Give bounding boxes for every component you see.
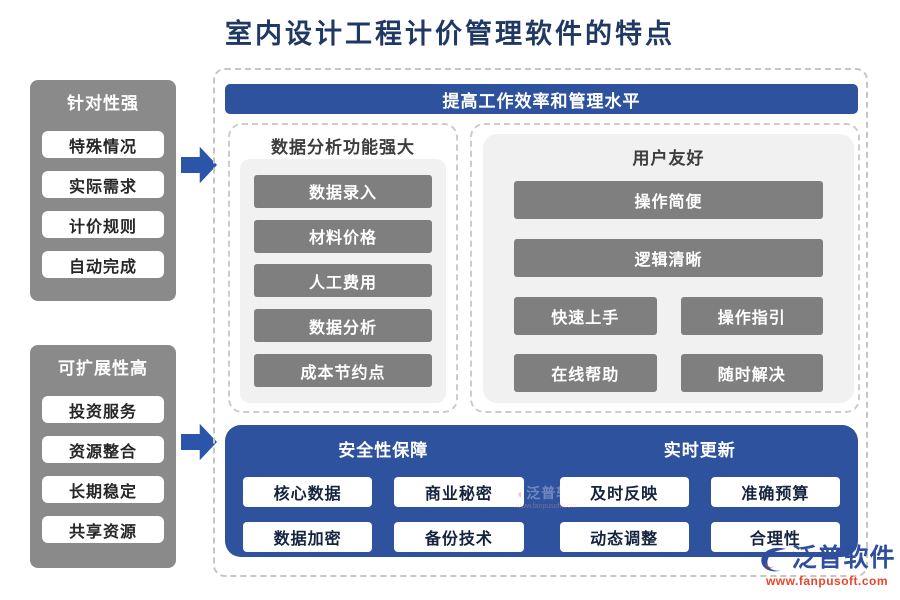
feature-item: 数据分析	[254, 309, 432, 343]
feature-item: 备份技术	[394, 522, 524, 552]
feature-item: 随时解决	[680, 354, 823, 392]
list-item: 特殊情况	[42, 131, 164, 158]
list-item: 资源整合	[42, 436, 164, 463]
feature-item: 商业秘密	[394, 477, 524, 507]
panel-targeted-header: 针对性强	[67, 94, 139, 113]
list-item: 自动完成	[42, 251, 164, 278]
panel-data-analysis: 数据分析功能强大 数据录入 材料价格 人工费用 数据分析 成本节约点	[228, 123, 458, 413]
group-security-items: 核心数据 商业秘密 数据加密 备份技术	[243, 477, 524, 552]
list-item: 长期稳定	[42, 476, 164, 503]
panel-targeted-items: 特殊情况 实际需求 计价规则 自动完成	[30, 131, 176, 278]
top-banner: 提高工作效率和管理水平	[225, 84, 858, 114]
list-item: 计价规则	[42, 211, 164, 238]
panel-targeted: 针对性强 特殊情况 实际需求 计价规则 自动完成	[30, 80, 176, 301]
panel-data-analysis-body: 数据录入 材料价格 人工费用 数据分析 成本节约点	[240, 159, 446, 403]
panel-data-analysis-header: 数据分析功能强大	[271, 138, 415, 157]
feature-item: 数据录入	[254, 174, 432, 208]
feature-item: 快速上手	[514, 297, 657, 335]
panel-extensible-items: 投资服务 资源整合 长期稳定 共享资源	[30, 396, 176, 543]
group-security-header: 安全性保障	[338, 441, 429, 460]
feature-item: 逻辑清晰	[514, 239, 823, 277]
arrow-right-icon	[181, 146, 217, 184]
group-realtime-header: 实时更新	[663, 441, 736, 460]
panel-extensible: 可扩展性高 投资服务 资源整合 长期稳定 共享资源	[30, 345, 176, 568]
list-item: 共享资源	[42, 516, 164, 543]
feature-item: 合理性	[710, 522, 840, 552]
feature-item: 操作简便	[514, 181, 823, 219]
fanpu-logo-brand: 泛普软件	[791, 545, 896, 573]
fanpu-swoosh-icon	[758, 544, 788, 574]
feature-item: 核心数据	[243, 477, 373, 507]
panel-extensible-header: 可扩展性高	[58, 359, 148, 378]
arrow-right-icon	[181, 423, 217, 461]
group-security: 安全性保障 核心数据 商业秘密 数据加密 备份技术	[225, 425, 542, 557]
feature-item: 及时反映	[559, 477, 689, 507]
list-item: 实际需求	[42, 171, 164, 198]
list-item: 投资服务	[42, 396, 164, 423]
feature-item: 在线帮助	[514, 354, 657, 392]
user-friendly-wide-items: 操作简便 逻辑清晰	[514, 181, 823, 277]
main-dashed-container	[213, 68, 868, 577]
feature-item: 准确预算	[710, 477, 840, 507]
feature-item: 操作指引	[680, 297, 823, 335]
fanpu-logo-url: www.fanpusoft.com	[765, 574, 889, 588]
fanpu-logo: 泛普软件 www.fanpusoft.com	[758, 544, 896, 588]
group-realtime-items: 及时反映 准确预算 动态调整 合理性	[559, 477, 840, 552]
feature-item: 动态调整	[559, 522, 689, 552]
group-realtime: 实时更新 及时反映 准确预算 动态调整 合理性	[542, 425, 859, 557]
panel-bottom: 安全性保障 核心数据 商业秘密 数据加密 备份技术 实时更新 及时反映 准确预算…	[225, 425, 858, 557]
panel-user-friendly: 用户友好 操作简便 逻辑清晰 快速上手 操作指引 在线帮助 随时解决	[470, 123, 860, 413]
feature-item: 人工费用	[254, 264, 432, 298]
page-title: 室内设计工程计价管理软件的特点	[225, 19, 675, 49]
user-friendly-grid-items: 快速上手 操作指引 在线帮助 随时解决	[514, 297, 823, 392]
feature-item: 数据加密	[243, 522, 373, 552]
feature-item: 材料价格	[254, 219, 432, 253]
panel-user-friendly-body: 用户友好 操作简便 逻辑清晰 快速上手 操作指引 在线帮助 随时解决	[483, 134, 854, 403]
panel-user-friendly-header: 用户友好	[632, 149, 705, 168]
feature-item: 成本节约点	[254, 354, 432, 388]
